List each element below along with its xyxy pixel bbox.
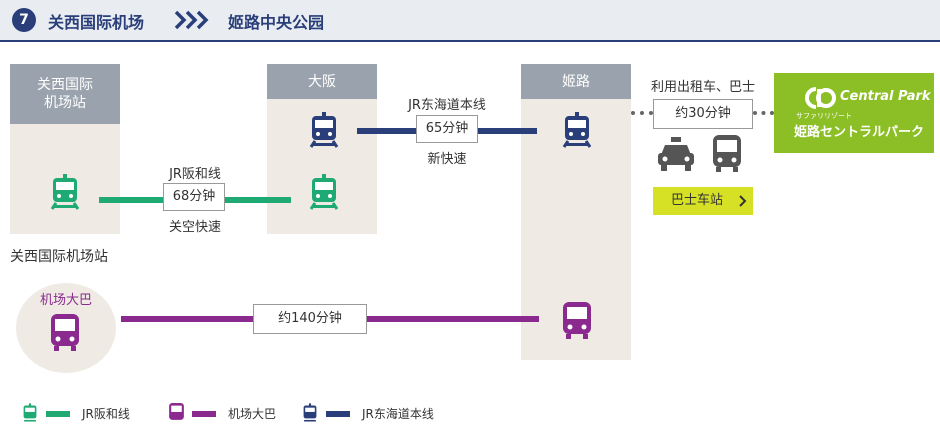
jr-hanwa-duration: 68分钟	[163, 183, 225, 211]
jr-tokaido-duration: 65分钟	[416, 115, 478, 143]
jr-hanwa-line-name: JR阪和线	[169, 167, 221, 182]
airport-bus-duration: 约140分钟	[253, 304, 367, 334]
origin-title: 关西国际机场	[48, 13, 145, 32]
kansai-airport-bus-station-label: 关西国际机场站	[10, 249, 108, 265]
legend-airport-bus-label: 机场大巴	[228, 407, 277, 421]
navy-train-icon	[309, 112, 339, 148]
bus-icon	[711, 135, 743, 173]
last-leg-label: 利用出租车、巴士	[650, 80, 755, 95]
legend-train-icon-green	[22, 403, 38, 423]
legend-jr-tokaido-label: JR东海道本线	[362, 407, 434, 421]
green-train-icon	[50, 174, 80, 210]
jr-hanwa-service-type: 关空快速	[168, 220, 221, 235]
cp-name-text: 姫路セントラルパーク	[794, 125, 925, 140]
cp-logo-mark-icon	[800, 85, 838, 115]
dotted-connector-left	[631, 111, 653, 115]
route-header	[0, 0, 940, 42]
destination-title: 姬路中央公园	[228, 13, 325, 32]
step-number-badge: 7	[12, 8, 36, 32]
last-leg-duration: 约30分钟	[653, 99, 753, 129]
chevron-right-icon	[739, 187, 747, 226]
osaka-station-label: 大阪	[267, 64, 377, 99]
legend-bus-icon-purple	[168, 403, 185, 423]
legend-swatch-navy	[326, 411, 350, 417]
jr-tokaido-service-type: 新快速	[427, 152, 467, 167]
navy-train-icon	[562, 112, 592, 148]
dotted-connector-right	[753, 111, 774, 115]
himeji-station-label: 姬路	[521, 64, 631, 99]
legend-swatch-purple	[192, 411, 216, 417]
bus-stop-button[interactable]: 巴士车站	[653, 187, 753, 215]
legend-train-icon-navy	[302, 403, 318, 423]
purple-bus-icon	[561, 302, 593, 340]
kansai-airport-station-label: 关西国际 机场站	[10, 64, 120, 124]
cp-brand-text: Central Park	[840, 89, 931, 104]
airport-bus-label: 机场大巴	[39, 293, 92, 308]
central-park-logo[interactable]: Central Park サファリリゾート 姫路セントラルパーク	[774, 73, 934, 153]
cp-subtitle-text: サファリリゾート	[796, 112, 852, 120]
purple-bus-icon	[49, 314, 81, 352]
legend-swatch-green	[46, 411, 70, 417]
legend-jr-hanwa-label: JR阪和线	[82, 407, 130, 421]
bus-stop-button-label: 巴士车站	[671, 193, 724, 208]
green-train-icon	[309, 174, 339, 210]
triple-chevron-icon	[174, 9, 210, 31]
taxi-icon	[657, 137, 695, 173]
jr-tokaido-line-name: JR东海道本线	[408, 98, 486, 113]
